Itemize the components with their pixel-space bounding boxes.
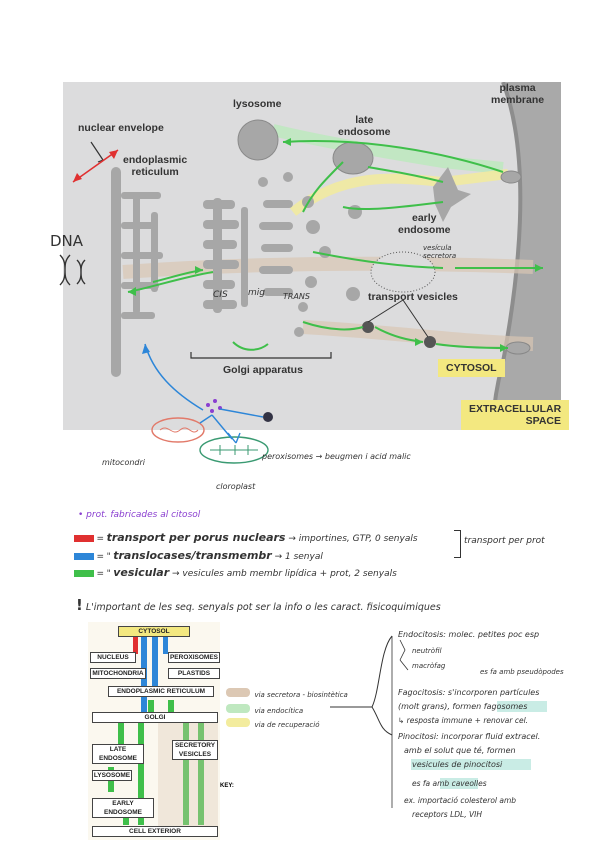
legend-row-green: = " vesicular → vesicules amb membr lipí… (74, 566, 397, 579)
label-er: endoplasmic reticulum (123, 154, 188, 178)
note-pseudopodes: es fa amb pseudòpodes (480, 668, 564, 676)
note-neutrofil: neutròfil (412, 647, 442, 655)
organelle-sketches (151, 399, 273, 464)
note-endocitosis: Endocitosis: molec. petites poc esp (398, 630, 540, 639)
transport-vesicle (362, 321, 374, 333)
hand-mitocondri: mitocondri (102, 458, 145, 467)
note-pinocitosis3: vesicules de pinocitosi (412, 760, 503, 769)
fc-nucleus: NUCLEUS (90, 652, 136, 663)
fc-plastids: PLASTIDS (168, 668, 220, 679)
fc-early-endosome: EARLY ENDOSOME (92, 798, 154, 818)
label-golgi: Golgi apparatus (223, 364, 303, 376)
legend-main-1: translocases/transmembr (113, 549, 272, 562)
key-secretory: via secretora - biosintètica (226, 684, 348, 702)
key-label-0: via secretora - biosintètica (254, 691, 348, 699)
hand-transport-per-prot: transport per prot (464, 536, 545, 546)
fc-late-endosome: LATE ENDOSOME (92, 744, 144, 764)
legend-rest-2: → vesicules amb membr lipídica + prot, 2… (169, 569, 397, 579)
hand-trans: TRANS (283, 292, 310, 301)
legend-sym-1: = (96, 552, 105, 562)
legend-main-0: transport per porus nuclears (106, 531, 286, 544)
cell-transport-figure: lysosome late endosome plasma membrane n… (63, 82, 569, 430)
note-pinocitosis2: amb el solut que té, formen (404, 746, 516, 755)
green-arrows (127, 140, 543, 351)
hand-mig: mig (248, 288, 265, 298)
key-recycling: via de recuperació (226, 714, 320, 732)
note-caveoles: es fa amb caveolles (412, 779, 487, 788)
label-cytosol: CYTOSOL (438, 359, 505, 377)
legend-main-2: vesicular (113, 566, 170, 579)
note-fagocitosis1: Fagocitosis: s'incorporen partícules (398, 688, 540, 697)
legend-ditto-2: " (106, 569, 111, 579)
key-label-2: via de recuperació (254, 721, 320, 729)
plasma-membrane (493, 82, 561, 430)
legend-rest-0: → importines, GTP, 0 senyals (285, 534, 418, 544)
label-late-endosome: late endosome (338, 114, 391, 138)
legend-row-red: = transport per porus nuclears → importi… (74, 531, 418, 544)
fc-cytosol: CYTOSOL (118, 626, 190, 637)
hand-dna: DNA (50, 232, 84, 250)
fc-mitochondria: MITOCHONDRIA (90, 668, 146, 679)
hand-prot-fabricades: • prot. fabricades al citosol (78, 510, 201, 520)
label-lysosome: lysosome (233, 98, 282, 110)
important-text: L'important de les seq. senyals pot ser … (85, 602, 441, 613)
legend-row-blue: = " translocases/transmembr → 1 senyal (74, 549, 323, 562)
fc-golgi: GOLGI (92, 712, 218, 723)
label-nuclear-envelope: nuclear envelope (78, 122, 164, 134)
label-extracellular: EXTRACELLULAR SPACE (461, 400, 569, 430)
peroxisome-sketch (263, 412, 273, 422)
note-fagocitosis2: (molt grans), formen fagosomes (398, 702, 528, 711)
mitochondria-sketch (151, 417, 205, 443)
legend-sym-0: = (96, 534, 105, 544)
note-macrofag: macròfag (412, 662, 446, 670)
fc-lysosome: LYSOSOME (92, 770, 132, 781)
flowchart: CYTOSOL NUCLEUS PEROXISOMES MITOCHONDRIA… (88, 622, 220, 840)
golgi-stack (203, 172, 362, 337)
fc-peroxisomes: PEROXISOMES (168, 652, 220, 663)
label-transport-vesicles: transport vesicles (368, 291, 458, 303)
note-ex1: ex. importació colesterol amb (404, 796, 517, 805)
secretory-band (122, 256, 534, 279)
dna-doodle (59, 254, 86, 286)
cell-diagram-svg (72, 82, 561, 430)
prot-fabricades-text: prot. fabricades al citosol (86, 510, 201, 520)
secretory-vesicle (370, 251, 436, 293)
endoplasmic-reticulum (111, 167, 163, 377)
hand-vesicula-secretora: vesícula secretora (423, 244, 457, 260)
red-double-arrow (72, 149, 119, 183)
note-pinocitosis1: Pinocitosi: incorporar fluid extracel. (398, 732, 541, 741)
hand-important: ! L'important de les seq. senyals pot se… (76, 596, 441, 614)
key-endocytic: via endocítica (226, 700, 303, 718)
key-label-1: via endocítica (254, 707, 304, 715)
chloroplast-sketch (199, 436, 269, 464)
label-plasma-membrane: plasma membrane (491, 82, 545, 106)
fc-cell-exterior: CELL EXTERIOR (92, 826, 218, 837)
hand-cloroplast: cloroplast (216, 482, 256, 491)
hand-cis: CIS (213, 290, 228, 300)
fc-secretory-vesicles: SECRETORY VESICLES (172, 740, 218, 760)
legend-sym-2: = (96, 569, 105, 579)
early-endosome (433, 167, 471, 222)
legend-rest-1: → 1 senyal (271, 552, 323, 562)
note-ex2: receptors LDL, VIH (412, 810, 482, 819)
legend-brace (454, 530, 461, 558)
lysosome (237, 119, 279, 161)
late-endosome (332, 141, 374, 175)
legend-ditto-1: " (106, 552, 111, 562)
label-early-endosome: early endosome (398, 212, 451, 236)
fc-key: KEY: (220, 783, 234, 789)
fc-er: ENDOPLASMIC RETICULUM (108, 686, 214, 697)
hand-peroxisomes: peroxisomes → beugmen i acid malic (262, 452, 411, 461)
note-fagocitosis3: ↳ resposta immune + renovar cel. (398, 716, 529, 725)
